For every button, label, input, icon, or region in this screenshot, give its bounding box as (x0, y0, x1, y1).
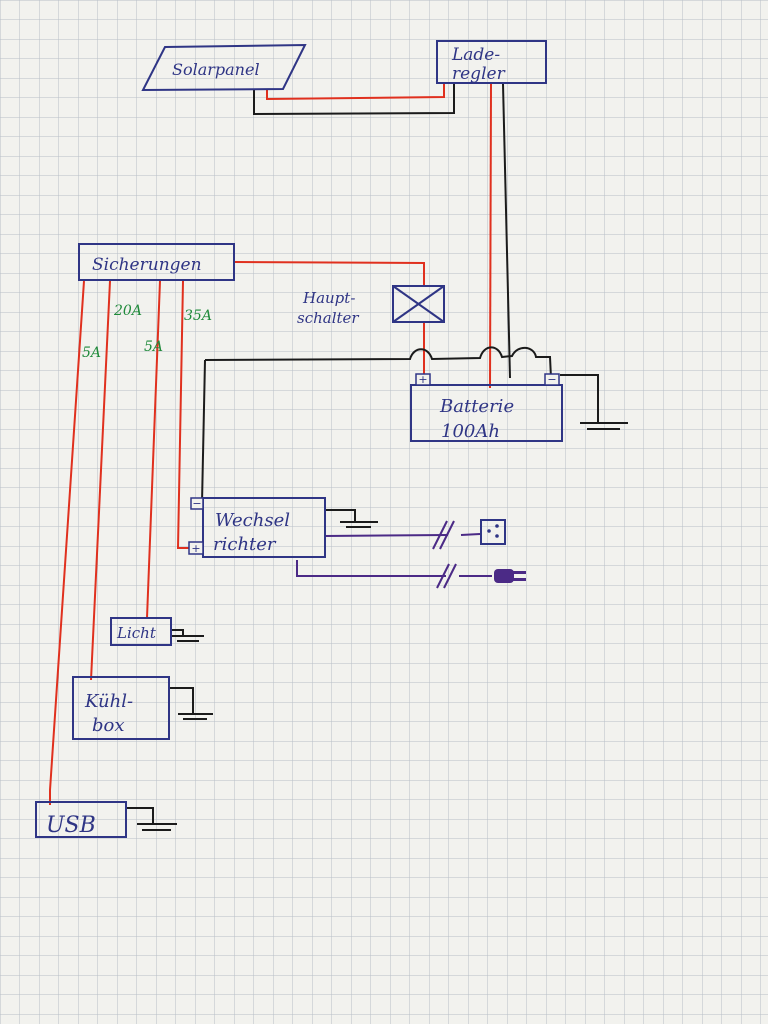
negative-wires (126, 83, 599, 824)
wire-fuse-licht (146, 280, 161, 619)
solarpanel-box (141, 43, 307, 92)
usb-ground-symbol (137, 823, 177, 831)
wire-regler-to-battery-positive (489, 83, 492, 389)
kuehlbox-label-line2: box (92, 715, 125, 736)
hauptschalter-label-line2: schalter (297, 309, 359, 327)
inverter-minus-sign: − (192, 497, 201, 510)
licht-label: Licht (116, 624, 157, 642)
component-boxes (35, 40, 563, 838)
positive-wires (49, 83, 492, 805)
batterie-label-line2: 100Ah (441, 421, 500, 442)
kuehlbox-label-line1: Kühl- (84, 691, 133, 712)
laderegler-box (436, 40, 547, 84)
battery-minus-sign: − (547, 373, 556, 386)
wire-battery-ground (560, 374, 599, 423)
batterie-label-line1: Batterie (439, 396, 514, 417)
wire-fuses-to-mainswitch (234, 261, 425, 286)
solarpanel-label: Solarpanel (172, 60, 260, 79)
plug-icon (494, 569, 526, 583)
wire-ac-socket-cont (460, 533, 481, 536)
kuehlbox-ground-symbol (178, 713, 213, 720)
battery-plus-sign: + (418, 373, 427, 386)
component-labels: Solarpanel Lade- regler Sicherungen Haup… (46, 45, 514, 838)
wechselrichter-label-line2: richter (213, 534, 277, 555)
battery-minus-terminal (544, 373, 560, 386)
laderegler-label-line1: Lade- (451, 45, 500, 65)
licht-box (110, 617, 172, 646)
licht-ground-symbol (172, 635, 204, 642)
fuse-rating-wechselrichter: 35A (184, 308, 212, 324)
wechselrichter-box (202, 497, 326, 558)
kuehlbox-box (72, 676, 170, 740)
wechselrichter-ground-symbol (340, 521, 378, 528)
wechselrichter-label-line1: Wechsel (215, 510, 290, 531)
usb-label: USB (46, 813, 96, 838)
batterie-box (410, 384, 563, 442)
terminal-marks: + − − + (191, 373, 556, 555)
wire-ac-socket (324, 534, 449, 537)
inverter-plus-terminal (188, 541, 204, 555)
wire-fuse-usb (49, 280, 85, 805)
hauptschalter-box (392, 285, 445, 323)
ground-symbols (137, 422, 628, 831)
wire-battery-to-wechselrichter (204, 346, 552, 379)
wire-wechselrichter-ground (325, 509, 356, 522)
wire-ac-plug (296, 560, 446, 577)
laderegler-label-line2: regler (452, 64, 506, 84)
wire-usb-ground (126, 807, 154, 824)
battery-plus-terminal (415, 373, 431, 386)
fuse-rating-labels: 5A 20A 5A 35A (82, 303, 212, 361)
wire-licht-ground (172, 629, 184, 636)
hauptschalter-label-line1: Haupt- (302, 289, 355, 307)
fuse-rating-kuehlbox: 20A (113, 303, 142, 319)
wire-regler-to-battery-negative (502, 83, 511, 379)
sicherungen-box (78, 243, 235, 281)
wire-fuse-kuehlbox (90, 280, 111, 681)
usb-box (35, 801, 127, 838)
socket-icon (480, 519, 506, 545)
wire-battery-to-wechselrichter-drop (201, 359, 206, 504)
wire-solar-to-regler-negative (253, 84, 455, 116)
wire-kuehlbox-ground (168, 687, 194, 714)
ac-wires (296, 520, 492, 589)
fuse-rating-licht: 5A (144, 339, 163, 355)
wire-fuse-wechselrichter (176, 280, 192, 549)
fuse-rating-usb: 5A (82, 345, 101, 361)
sicherungen-label: Sicherungen (92, 255, 202, 275)
wire-solar-to-regler-positive (266, 84, 445, 101)
battery-ground-symbol (580, 422, 628, 430)
battery-terminals (188, 373, 560, 555)
inverter-minus-terminal (190, 497, 204, 510)
inverter-plus-sign: + (191, 542, 200, 555)
